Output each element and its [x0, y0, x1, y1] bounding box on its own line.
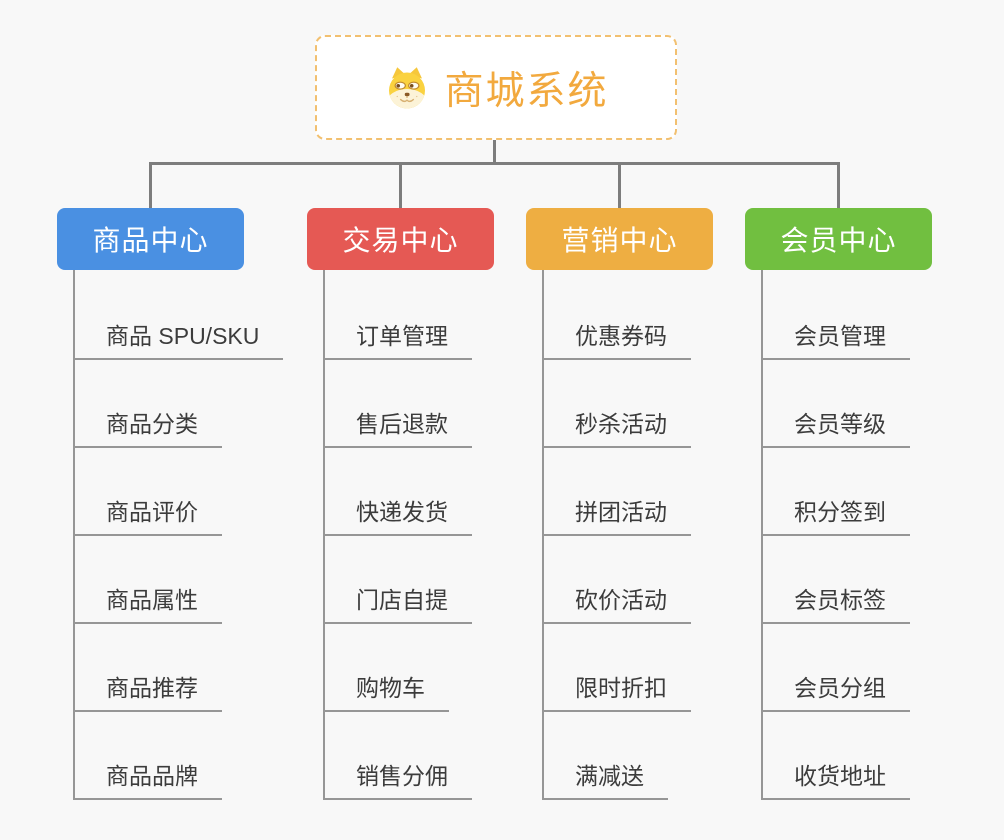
- child-node[interactable]: 限时折扣: [542, 669, 691, 712]
- child-node[interactable]: 购物车: [323, 669, 449, 712]
- child-node[interactable]: 会员分组: [761, 669, 910, 712]
- branch-children-trade-center: 订单管理 售后退款 快递发货 门店自提 购物车 销售分佣: [307, 272, 557, 800]
- child-node[interactable]: 满减送: [542, 757, 668, 800]
- branch-node-product-center[interactable]: 商品中心: [57, 208, 244, 270]
- connector-bus: [149, 162, 840, 165]
- child-node[interactable]: 拼团活动: [542, 493, 691, 536]
- connector-drop: [399, 164, 402, 208]
- child-row: 订单管理: [307, 272, 557, 360]
- branch-label: 交易中心: [342, 225, 459, 256]
- root-title: 商城系统: [444, 69, 609, 113]
- child-node[interactable]: 商品分类: [73, 405, 222, 448]
- branch-label: 营销中心: [561, 225, 678, 256]
- branch-children-member-center: 会员管理 会员等级 积分签到 会员标签 会员分组 收货地址: [745, 272, 995, 800]
- child-node[interactable]: 商品 SPU/SKU: [73, 317, 284, 360]
- child-row: 商品推荐: [57, 624, 307, 712]
- branch-node-member-center[interactable]: 会员中心: [745, 208, 932, 270]
- child-row: 秒杀活动: [526, 360, 776, 448]
- root-node[interactable]: 商城系统: [315, 35, 677, 140]
- doge-icon: [383, 65, 431, 110]
- connector-drop: [618, 164, 621, 208]
- child-node[interactable]: 商品评价: [73, 493, 222, 536]
- child-node[interactable]: 商品属性: [73, 581, 222, 624]
- child-row: 会员等级: [745, 360, 995, 448]
- child-node[interactable]: 商品推荐: [73, 669, 222, 712]
- child-node[interactable]: 门店自提: [323, 581, 472, 624]
- branch-label: 商品中心: [92, 225, 209, 256]
- child-node[interactable]: 快递发货: [323, 493, 472, 536]
- child-node[interactable]: 会员等级: [761, 405, 910, 448]
- branch-label: 会员中心: [780, 225, 897, 256]
- child-node[interactable]: 优惠券码: [542, 317, 691, 360]
- child-row: 门店自提: [307, 536, 557, 624]
- child-node[interactable]: 积分签到: [761, 493, 910, 536]
- child-node[interactable]: 售后退款: [323, 405, 472, 448]
- connector-root-trunk: [493, 140, 496, 165]
- branch-node-trade-center[interactable]: 交易中心: [307, 208, 494, 270]
- child-row: 售后退款: [307, 360, 557, 448]
- child-node[interactable]: 销售分佣: [323, 757, 472, 800]
- child-row: 销售分佣: [307, 712, 557, 800]
- child-node[interactable]: 订单管理: [323, 317, 472, 360]
- child-row: 会员管理: [745, 272, 995, 360]
- child-node[interactable]: 会员标签: [761, 581, 910, 624]
- child-row: 购物车: [307, 624, 557, 712]
- branch-node-marketing-center[interactable]: 营销中心: [526, 208, 713, 270]
- child-row: 限时折扣: [526, 624, 776, 712]
- child-node[interactable]: 砍价活动: [542, 581, 691, 624]
- child-row: 快递发货: [307, 448, 557, 536]
- connector-drop: [837, 164, 840, 208]
- child-row: 商品评价: [57, 448, 307, 536]
- child-row: 砍价活动: [526, 536, 776, 624]
- connector-drop: [149, 164, 152, 208]
- child-row: 商品品牌: [57, 712, 307, 800]
- child-row: 拼团活动: [526, 448, 776, 536]
- child-row: 商品分类: [57, 360, 307, 448]
- child-node[interactable]: 商品品牌: [73, 757, 222, 800]
- child-row: 会员标签: [745, 536, 995, 624]
- branch-children-product-center: 商品 SPU/SKU 商品分类 商品评价 商品属性 商品推荐 商品品牌: [57, 272, 307, 800]
- child-node[interactable]: 收货地址: [761, 757, 910, 800]
- child-row: 收货地址: [745, 712, 995, 800]
- child-row: 商品 SPU/SKU: [57, 272, 307, 360]
- child-row: 优惠券码: [526, 272, 776, 360]
- child-row: 满减送: [526, 712, 776, 800]
- child-node[interactable]: 秒杀活动: [542, 405, 691, 448]
- child-row: 会员分组: [745, 624, 995, 712]
- child-row: 商品属性: [57, 536, 307, 624]
- child-node[interactable]: 会员管理: [761, 317, 910, 360]
- child-row: 积分签到: [745, 448, 995, 536]
- branch-children-marketing-center: 优惠券码 秒杀活动 拼团活动 砍价活动 限时折扣 满减送: [526, 272, 776, 800]
